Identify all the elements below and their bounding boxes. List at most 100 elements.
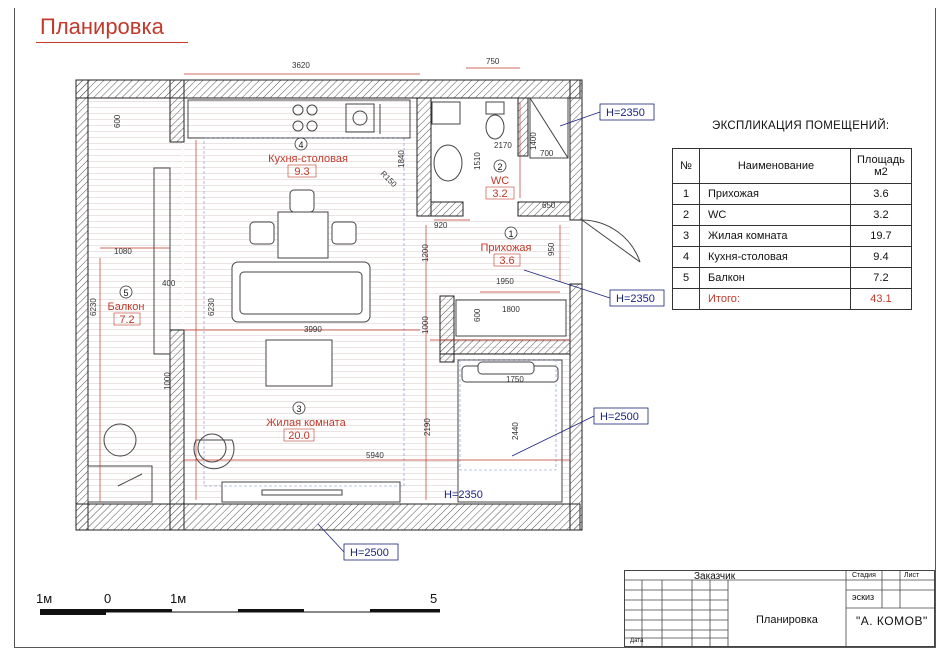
total-row: Итого: 43.1 bbox=[672, 288, 912, 310]
room-area-1: 3.6 bbox=[499, 255, 514, 267]
scale-label-zero: 0 bbox=[104, 591, 111, 606]
row-name: Кухня-столовая bbox=[699, 246, 851, 268]
room-labels: 1 Прихожая 3.6 2 WC 3.2 3 Жилая комната … bbox=[108, 137, 532, 442]
dim-700: 700 bbox=[540, 149, 554, 158]
row-name: Балкон bbox=[699, 267, 851, 289]
sheet-frame-bottom bbox=[14, 647, 936, 648]
col-number-header: № bbox=[672, 148, 700, 184]
title-block-grid bbox=[624, 570, 935, 647]
row-name: WC bbox=[699, 204, 851, 226]
dim-2440: 2440 bbox=[511, 422, 520, 440]
guide-lines bbox=[203, 137, 557, 487]
total-blank bbox=[672, 288, 700, 310]
row-area: 19.7 bbox=[850, 225, 912, 247]
room-name-2: WC bbox=[491, 175, 509, 187]
armchair bbox=[193, 433, 235, 470]
scale-label-left: 1м bbox=[36, 591, 52, 606]
table-row: 2 WC 3.2 bbox=[672, 204, 912, 226]
height-label-hall: H=2350 bbox=[616, 293, 655, 305]
row-number: 3 bbox=[672, 225, 700, 247]
room-num-2: 2 bbox=[497, 162, 502, 172]
dim-650: 650 bbox=[542, 201, 556, 210]
customer-label: Заказчик bbox=[694, 571, 736, 582]
stage-value: эскиз bbox=[852, 592, 875, 602]
room-name-1: Прихожая bbox=[481, 242, 532, 254]
bed bbox=[457, 359, 563, 503]
title-block bbox=[624, 570, 935, 647]
scale-label-1m: 1м bbox=[170, 591, 186, 606]
balcony-furniture bbox=[87, 167, 171, 503]
room-num-4: 4 bbox=[298, 140, 303, 150]
drawing-name: Планировка bbox=[756, 614, 818, 626]
height-label-living: H=2350 bbox=[444, 489, 483, 501]
height-label-balcony: H=2500 bbox=[350, 547, 389, 559]
dim-5940: 5940 bbox=[366, 451, 384, 460]
dim-1080: 1080 bbox=[114, 247, 132, 256]
dim-2190: 2190 bbox=[423, 418, 432, 436]
walls bbox=[75, 79, 583, 531]
row-number: 2 bbox=[672, 204, 700, 226]
room-name-5: Балкон bbox=[108, 301, 145, 313]
row-name: Прихожая bbox=[699, 183, 851, 205]
height-leaders bbox=[317, 111, 611, 553]
col-name-header: Наименование bbox=[699, 148, 851, 184]
dim-2170: 2170 bbox=[494, 141, 512, 150]
table-row: 1 Прихожая 3.6 bbox=[672, 183, 912, 205]
dim-1000: 1000 bbox=[421, 316, 430, 334]
wc-fixtures bbox=[431, 97, 569, 182]
sofa bbox=[231, 261, 371, 323]
scale-label-5: 5 bbox=[430, 591, 437, 606]
row-name: Жилая комната bbox=[699, 225, 851, 247]
dim-1400: 1400 bbox=[529, 132, 538, 150]
entrance-door bbox=[581, 219, 641, 284]
table-row: 5 Балкон 7.2 bbox=[672, 267, 912, 289]
title-underline bbox=[36, 42, 188, 43]
row-number: 5 bbox=[672, 267, 700, 289]
room-name-4: Кухня-столовая bbox=[268, 153, 348, 165]
dim-400: 400 bbox=[162, 279, 176, 288]
room-area-5: 7.2 bbox=[119, 314, 134, 326]
dim-600: 600 bbox=[113, 114, 122, 128]
dim-6230-right: 6230 bbox=[207, 298, 216, 316]
room-area-4: 9.3 bbox=[294, 166, 309, 178]
room-num-5: 5 bbox=[123, 288, 128, 298]
sheet-label: Лист bbox=[904, 572, 920, 579]
dim-1750: 1750 bbox=[506, 375, 524, 384]
height-label-wc: H=2350 bbox=[606, 107, 645, 119]
table-row: 3 Жилая комната 19.7 bbox=[672, 225, 912, 247]
ceiling-height-labels: H=2350 H=2350 H=2500 H=2350 H=2500 bbox=[343, 103, 665, 561]
sheet-frame-right bbox=[935, 8, 936, 648]
table-row: 4 Кухня-столовая 9.4 bbox=[672, 246, 912, 268]
dim-1800: 1800 bbox=[502, 305, 520, 314]
dimension-lines bbox=[99, 67, 570, 502]
room-num-3: 3 bbox=[296, 404, 301, 414]
stage-label: Стадия bbox=[852, 572, 876, 579]
dim-6230-left: 6230 bbox=[89, 298, 98, 316]
tv-unit bbox=[221, 481, 401, 503]
row-area: 3.6 bbox=[850, 183, 912, 205]
explication-title: ЭКСПЛИКАЦИЯ ПОМЕЩЕНИЙ: bbox=[712, 120, 890, 132]
explication-table: № Наименование Площадь м2 1 Прихожая 3.6… bbox=[672, 148, 912, 310]
page-title: Планировка bbox=[40, 14, 164, 39]
room-name-3: Жилая комната bbox=[266, 417, 346, 429]
room-area-2: 3.2 bbox=[492, 188, 507, 200]
dim-1950: 1950 bbox=[496, 277, 514, 286]
row-number: 4 bbox=[672, 246, 700, 268]
wardrobe bbox=[455, 299, 567, 337]
dim-3620: 3620 bbox=[292, 61, 310, 70]
coffee-table bbox=[265, 339, 333, 387]
total-label: Итого: bbox=[699, 288, 851, 310]
row-area: 7.2 bbox=[850, 267, 912, 289]
date-label: Дата bbox=[630, 638, 644, 644]
dim-1200: 1200 bbox=[421, 244, 430, 262]
scale-bar: 1м 0 1м 5 bbox=[36, 591, 440, 615]
row-area: 9.4 bbox=[850, 246, 912, 268]
dim-600-b: 600 bbox=[473, 308, 482, 322]
explication-header-row: № Наименование Площадь м2 bbox=[672, 148, 912, 184]
dim-920: 920 bbox=[434, 221, 448, 230]
dim-1000-b: 1000 bbox=[163, 372, 172, 390]
sheet-frame-left bbox=[14, 8, 15, 648]
total-area: 43.1 bbox=[850, 288, 912, 310]
